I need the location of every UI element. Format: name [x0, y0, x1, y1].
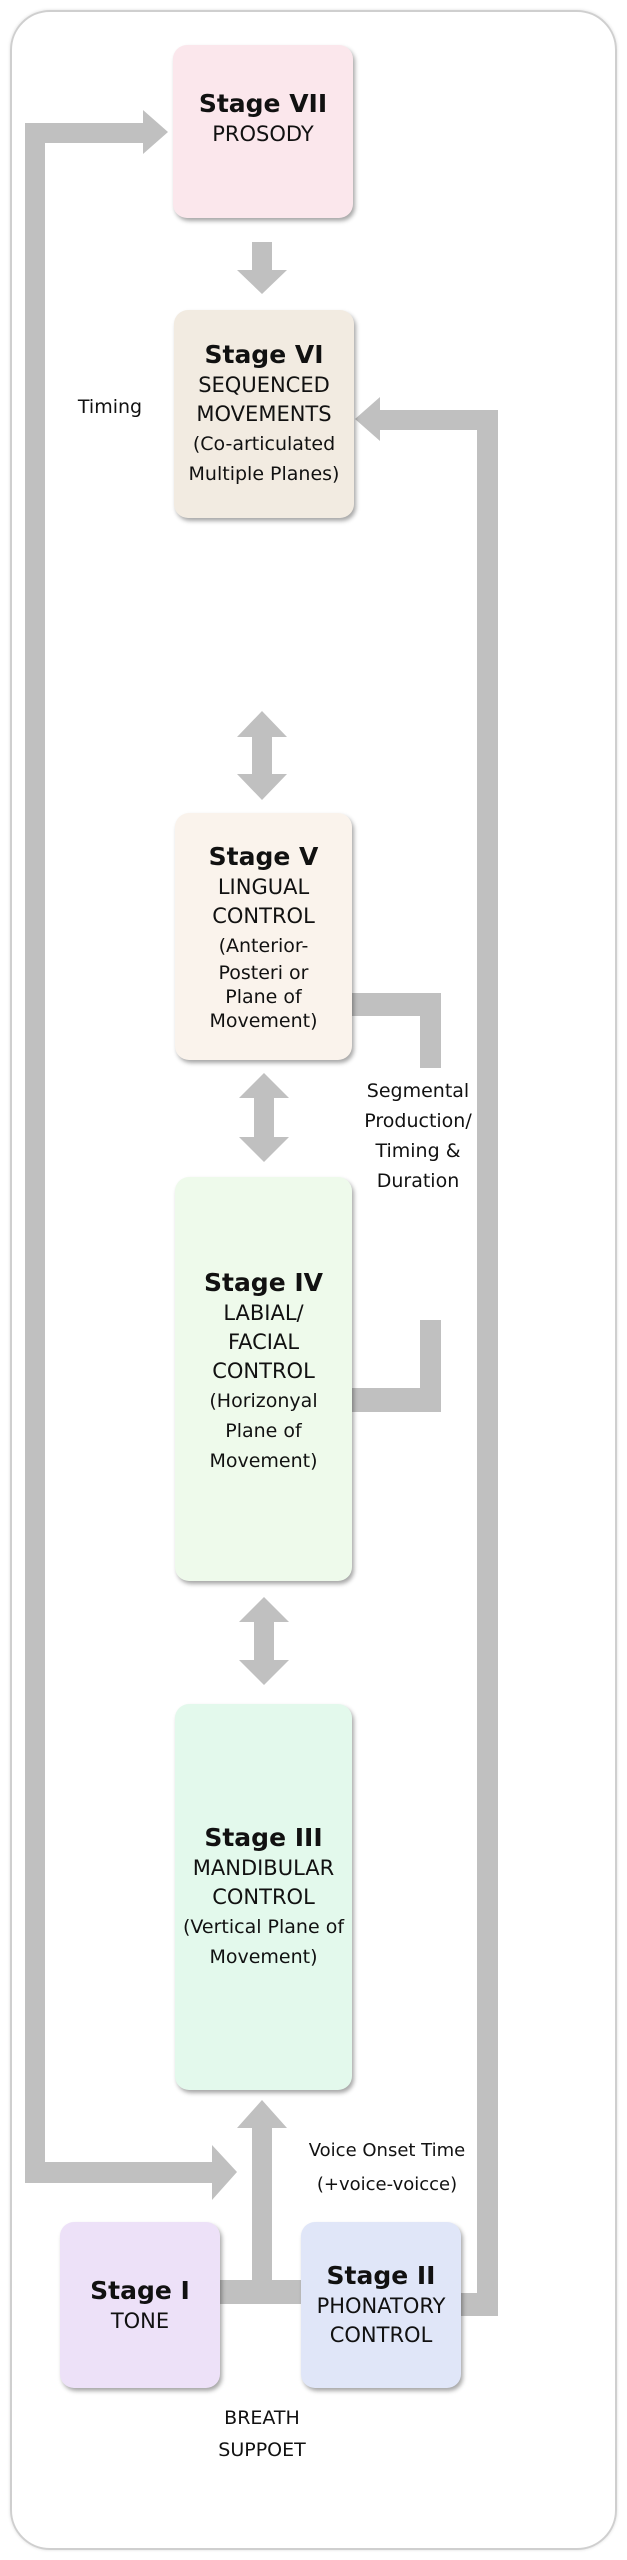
stage-line: PROSODY	[212, 122, 314, 146]
voice-onset-line: Voice Onset Time	[308, 2140, 466, 2161]
stage-line: MANDIBULAR	[192, 1856, 335, 1880]
stage-i-box: Stage I TONE	[60, 2222, 220, 2388]
breath-line: BREATH	[224, 2407, 300, 2429]
segmental-line: Production/	[364, 1110, 472, 1132]
stage-line: CONTROL	[212, 1885, 315, 1909]
stage-sub: Movement)	[209, 1449, 318, 1472]
stage-sub: Movement)	[209, 1009, 318, 1032]
stage-title: Stage VII	[198, 89, 328, 118]
segmental-bracket-bottom	[352, 1320, 441, 1412]
diagram-frame	[10, 10, 617, 2550]
stage-iii-box: Stage III MANDIBULAR CONTROL (Vertical P…	[175, 1704, 352, 2090]
stage-vi-box: Stage VI SEQUENCED MOVEMENTS (Co-articul…	[174, 310, 354, 518]
stage-line: LINGUAL	[217, 874, 310, 899]
stage-line: PHONATORY	[316, 2294, 446, 2318]
stage-sub: Plane of	[225, 1419, 302, 1442]
breath-connector-arrow	[220, 2100, 301, 2304]
stage-sub: (Anterior-	[218, 934, 309, 957]
stage-ii-box: Stage II PHONATORY CONTROL	[301, 2222, 461, 2388]
stage-line: MOVEMENTS	[196, 402, 332, 426]
breath-support-label: BREATH SUPPOET	[192, 2402, 332, 2466]
stage-sub: Plane of	[225, 985, 302, 1008]
segmental-line: Segmental	[366, 1080, 470, 1102]
stage-line: FACIAL	[227, 1329, 300, 1354]
stage-sub: (Horizonyal	[209, 1389, 318, 1412]
stage-line: CONTROL	[212, 903, 315, 928]
breath-line: SUPPOET	[218, 2439, 306, 2461]
stage-line: CONTROL	[329, 2323, 433, 2347]
double-arrow-v-iv	[239, 1073, 289, 1162]
stage-title: Stage VI	[204, 340, 324, 369]
stage-title: Stage V	[208, 841, 319, 871]
segmental-line: Duration	[376, 1170, 460, 1192]
segmental-label: Segmental Production/ Timing & Duration	[348, 1076, 488, 1196]
segmental-line: Timing &	[375, 1140, 461, 1162]
stage-sub: (Vertical Plane of	[182, 1916, 345, 1938]
stage-line: LABIAL/	[223, 1300, 304, 1325]
timing-label: Timing	[77, 396, 143, 418]
stage-sub: Posteri or	[218, 961, 309, 984]
double-arrow-iv-iii	[239, 1597, 289, 1685]
stage-title: Stage II	[326, 2261, 436, 2290]
stage-title: Stage IV	[203, 1267, 324, 1297]
stage-sub: (Co-articulated	[192, 433, 336, 455]
segmental-bracket-top	[352, 993, 441, 1068]
stage-title: Stage III	[204, 1823, 323, 1852]
stage-line: SEQUENCED	[198, 373, 330, 397]
stage-iv-box: Stage IV LABIAL/ FACIAL CONTROL (Horizon…	[175, 1177, 352, 1581]
stage-vii-box: Stage VII PROSODY	[173, 45, 353, 218]
stage-sub: Movement)	[209, 1946, 318, 1968]
stage-line: CONTROL	[212, 1358, 315, 1383]
phonatory-loop-arrow	[355, 397, 498, 2316]
double-arrow-vi-v	[237, 711, 287, 800]
stage-title: Stage I	[90, 2275, 190, 2305]
voice-onset-line: (+voice-voicce)	[316, 2174, 458, 2195]
down-arrow-vii-vi	[237, 242, 287, 294]
voice-onset-label: Voice Onset Time (+voice-voicce)	[292, 2134, 482, 2202]
stage-line: TONE	[110, 2308, 170, 2333]
stage-sub: Multiple Planes)	[188, 463, 340, 485]
stage-v-box: Stage V LINGUAL CONTROL (Anterior- Poste…	[175, 813, 352, 1060]
